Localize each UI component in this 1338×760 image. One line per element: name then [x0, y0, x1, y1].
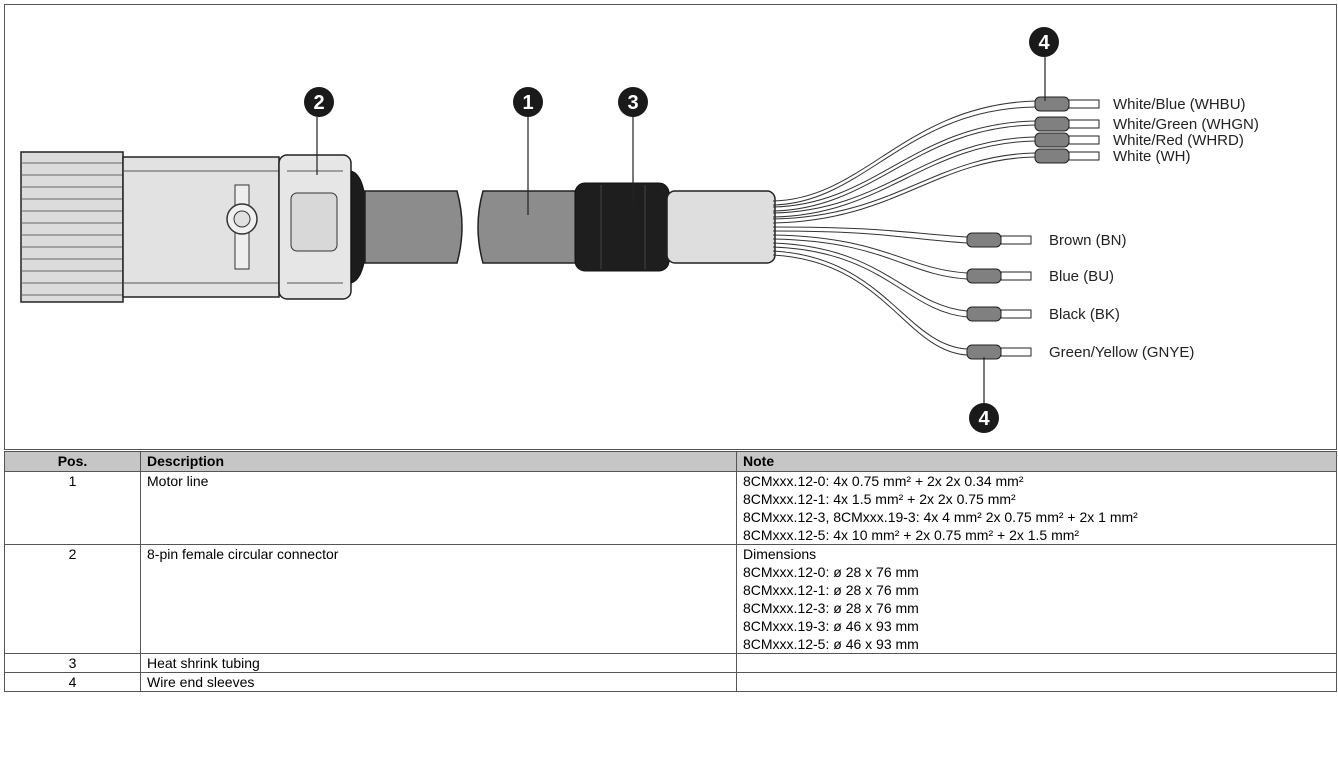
header-note: Note: [736, 451, 1337, 472]
callout-1: [513, 87, 543, 117]
wire-end-sleeves-bottom: [966, 232, 1032, 360]
wire-end-sleeves-top: [1034, 96, 1100, 164]
position-table: Pos. Description Note 1 Motor line 8CMxx…: [4, 451, 1337, 692]
callout-2: [304, 87, 334, 117]
callout-1-number: 1: [522, 92, 533, 114]
table-row: 3 Heat shrink tubing: [4, 653, 1337, 673]
callout-4-bottom-number: 4: [978, 408, 990, 430]
table-header-row: Pos. Description Note: [4, 451, 1337, 472]
wire-label-wh: White (WH): [1113, 148, 1191, 165]
note-line: 8CMxxx.12-0: ø 28 x 76 mm: [743, 564, 919, 580]
callout-4-top-number: 4: [1038, 32, 1050, 54]
callout-2-number: 2: [313, 92, 324, 114]
wire-label-gnye: Green/Yellow (GNYE): [1049, 344, 1194, 361]
wire-label-bk: Black (BK): [1049, 306, 1120, 323]
row-1-note: 8CMxxx.12-0: 4x 0.75 mm² + 2x 2x 0.34 mm…: [736, 471, 1337, 545]
wire-label-whrd: White/Red (WHRD): [1113, 132, 1244, 149]
note-line: 8CMxxx.19-3: ø 46 x 93 mm: [743, 618, 919, 634]
row-4-note: [736, 672, 1337, 692]
cable-drawing: 1 2 3 4 4 White/Blue (WHBU) White/Green …: [20, 27, 1259, 433]
row-2-description: 8-pin female circular connector: [140, 544, 737, 654]
wires: [772, 100, 1036, 356]
row-3-note: [736, 653, 1337, 673]
table-row: 1 Motor line 8CMxxx.12-0: 4x 0.75 mm² + …: [4, 471, 1337, 545]
callout-3-number: 3: [627, 92, 638, 114]
row-4-description: Wire end sleeves: [140, 672, 737, 692]
wire-label-bu: Blue (BU): [1049, 268, 1114, 285]
note-line: 8CMxxx.12-1: 4x 1.5 mm² + 2x 2x 0.75 mm²: [743, 491, 1016, 507]
header-description: Description: [140, 451, 737, 472]
note-line: Dimensions: [743, 546, 817, 562]
connector-body: [122, 154, 368, 300]
cable-diagram: 1 2 3 4 4 White/Blue (WHBU) White/Green …: [4, 4, 1337, 450]
note-line: 8CMxxx.12-5: 4x 10 mm² + 2x 0.75 mm² + 2…: [743, 527, 1080, 543]
callout-3: [618, 87, 648, 117]
row-1-pos: 1: [4, 471, 141, 545]
row-3-description: Heat shrink tubing: [140, 653, 737, 673]
note-line: 8CMxxx.12-0: 4x 0.75 mm² + 2x 2x 0.34 mm…: [743, 473, 1024, 489]
callout-4-top: [1029, 27, 1059, 57]
row-4-pos: 4: [4, 672, 141, 692]
wire-label-bn: Brown (BN): [1049, 232, 1127, 249]
row-2-note: Dimensions 8CMxxx.12-0: ø 28 x 76 mm 8CM…: [736, 544, 1337, 654]
row-3-pos: 3: [4, 653, 141, 673]
table-row: 2 8-pin female circular connector Dimens…: [4, 544, 1337, 654]
note-line: 8CMxxx.12-3, 8CMxxx.19-3: 4x 4 mm² 2x 0.…: [743, 509, 1138, 525]
motor-line: [364, 190, 578, 264]
row-2-pos: 2: [4, 544, 141, 654]
note-line: 8CMxxx.12-1: ø 28 x 76 mm: [743, 582, 919, 598]
connector-grip: [20, 151, 124, 303]
wire-label-whgn: White/Green (WHGN): [1113, 116, 1259, 133]
heat-shrink-tubing: [574, 182, 776, 272]
note-line: 8CMxxx.12-3: ø 28 x 76 mm: [743, 600, 919, 616]
leader-lines: [316, 57, 1046, 403]
header-pos: Pos.: [4, 451, 141, 472]
callout-4-bottom: [969, 403, 999, 433]
wire-label-whbu: White/Blue (WHBU): [1113, 96, 1246, 113]
note-line: 8CMxxx.12-5: ø 46 x 93 mm: [743, 636, 919, 652]
table-row: 4 Wire end sleeves: [4, 672, 1337, 692]
row-1-description: Motor line: [140, 471, 737, 545]
